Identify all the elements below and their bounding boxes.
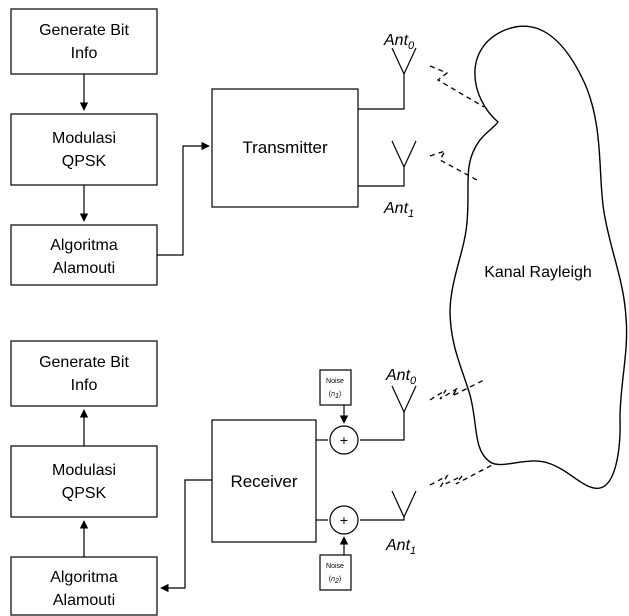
tx-antenna1-feed [358, 167, 405, 187]
tx-algorithm-box [10, 224, 158, 286]
tx-modulation-box [10, 113, 158, 186]
tx-modulation-line2: QPSK [62, 153, 107, 170]
rx-generate-line1: Generate Bit [39, 354, 129, 371]
rx-generate-bit-box [10, 340, 158, 407]
noise-n1-box [319, 369, 352, 406]
rx-noise-adder-0 [329, 425, 359, 455]
tx-antenna0-signal-path [429, 65, 485, 108]
tx-antenna1-icon [391, 140, 417, 169]
rx-sum0-symbol: + [340, 432, 348, 448]
tx-antenna1-signal-path [429, 149, 478, 181]
rx-modulation-line2: QPSK [62, 485, 107, 502]
noise-n2-box [319, 554, 352, 591]
rx-antenna1-feed [360, 517, 405, 521]
rx-antenna1-label: Ant1 [385, 537, 416, 557]
tx-modulation-line1: Modulasi [52, 130, 116, 147]
tx-generate-line2: Info [71, 45, 98, 62]
transmitter-label: Transmitter [242, 138, 328, 157]
rx-algorithm-box [10, 556, 158, 616]
receiver-label: Receiver [230, 472, 297, 491]
tx-antenna0-label: Ant0 [383, 32, 415, 52]
rx-antenna0-signal-path [429, 379, 485, 401]
rx-antenna0-icon [391, 385, 417, 414]
rx-arrow-receiver-to-algorithm [160, 479, 212, 593]
rx-modulation-box [10, 445, 158, 518]
tx-antenna0-feed [358, 74, 405, 110]
tx-antenna1-label: Ant1 [383, 200, 414, 220]
noise-n2-symbol: (n2) [329, 576, 342, 585]
transmitter-box [211, 88, 359, 208]
noise-n1-label: Noise [326, 378, 344, 385]
noise-n1-symbol: (n1) [329, 391, 342, 400]
rx-algorithm-line1: Algoritma [50, 569, 118, 586]
tx-antenna0-icon [391, 47, 417, 76]
rx-noise-adder-1 [329, 505, 359, 535]
rx-antenna1-signal-path [429, 463, 495, 488]
rayleigh-channel-cloud [449, 25, 628, 489]
tx-generate-line1: Generate Bit [39, 22, 129, 39]
rx-sum1-symbol: + [340, 512, 348, 528]
channel-label: Kanal Rayleigh [484, 264, 592, 281]
tx-generate-bit-box [10, 8, 158, 75]
rx-generate-line2: Info [71, 377, 98, 394]
rx-antenna1-icon [391, 490, 417, 519]
rx-antenna0-label: Ant0 [385, 367, 417, 387]
receiver-box [211, 419, 317, 543]
rx-algorithm-line2: Alamouti [53, 592, 115, 609]
rx-modulation-line1: Modulasi [52, 462, 116, 479]
tx-algorithm-line1: Algoritma [50, 237, 118, 254]
noise-n2-label: Noise [326, 563, 344, 570]
rx-antenna0-feed [360, 412, 405, 441]
tx-arrow-algorithm-to-transmitter [157, 141, 210, 256]
tx-algorithm-line2: Alamouti [53, 260, 115, 277]
